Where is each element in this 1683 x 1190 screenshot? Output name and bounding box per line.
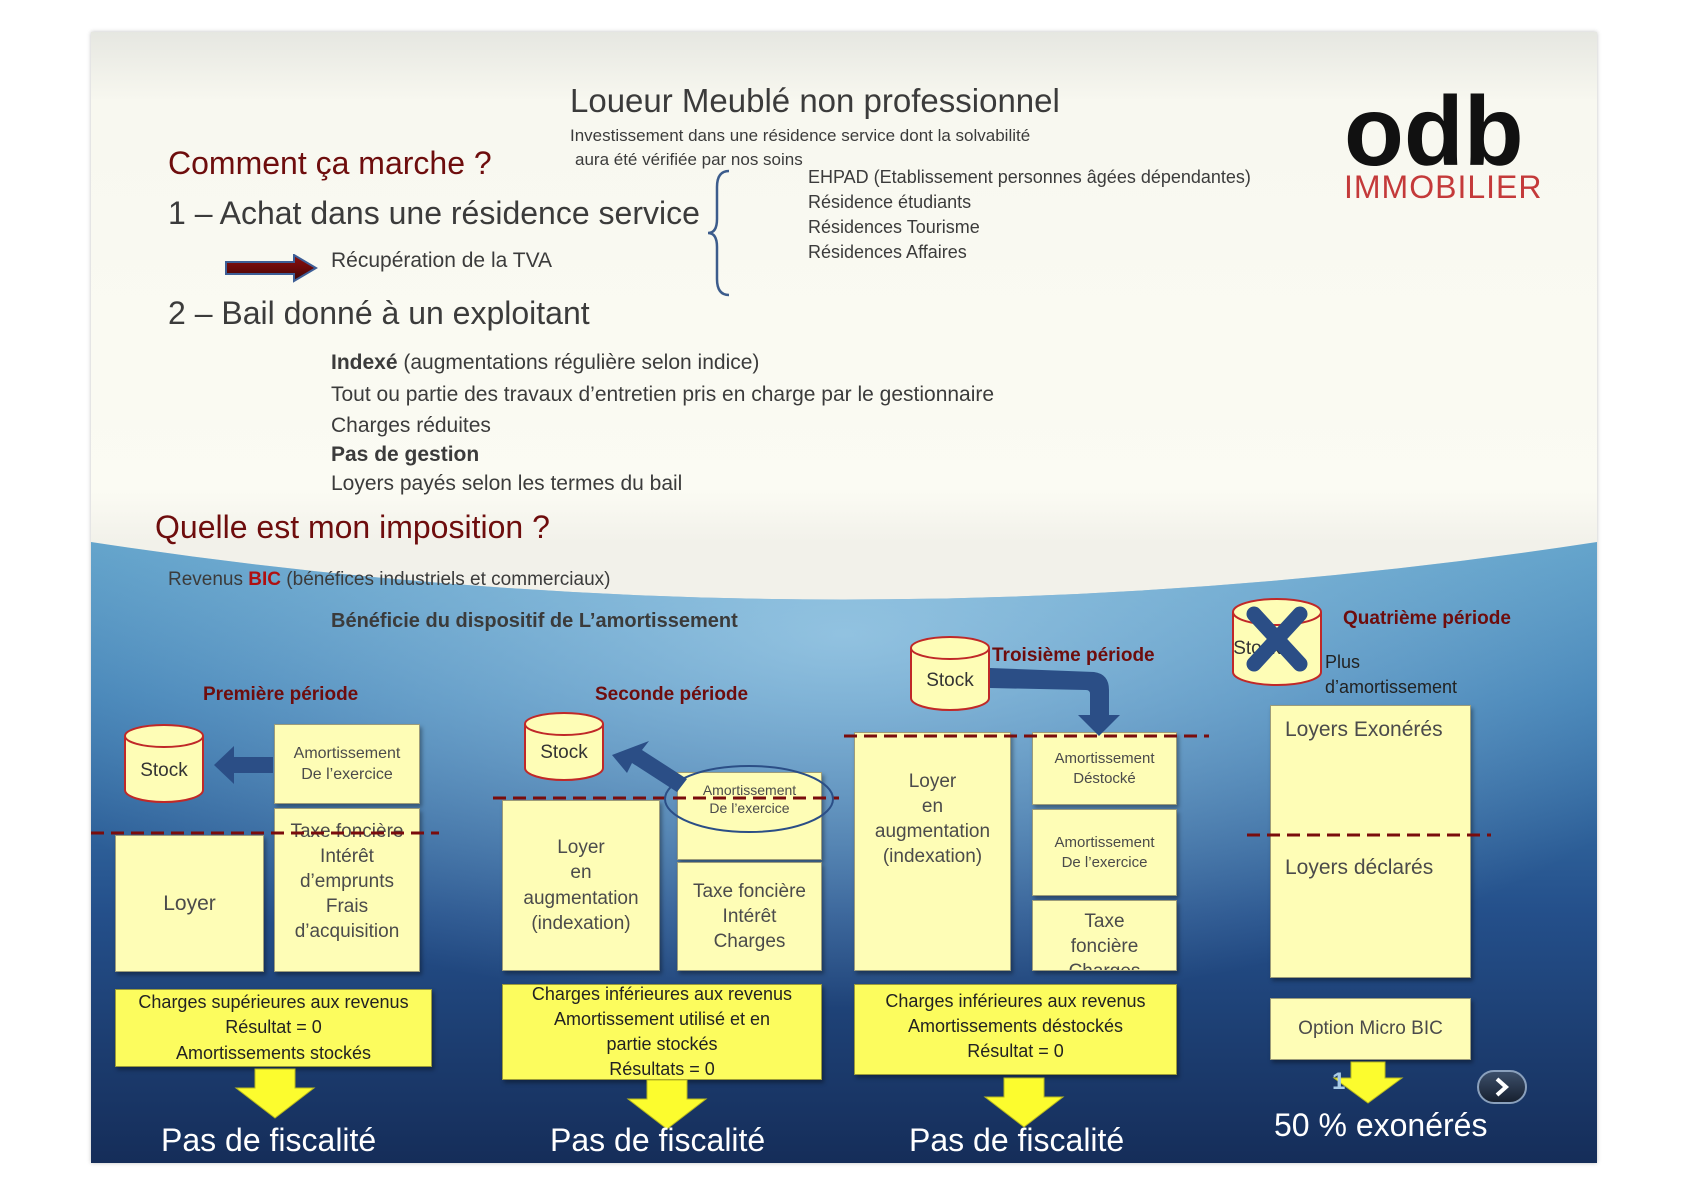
page-subtitle-line1: Investissement dans une résidence servic… — [570, 126, 1031, 145]
tva-recovery: Récupération de la TVA — [331, 249, 553, 272]
next-slide-button[interactable] — [1477, 1070, 1527, 1104]
company-logo: odb IMMOBILIER — [1344, 89, 1544, 219]
step-1: 1 – Achat dans une résidence service — [168, 195, 700, 231]
stock-label-2: Stock — [540, 742, 588, 763]
stock-cylinder-2: Stock — [524, 712, 604, 782]
bail-indexe-bold: Indexé — [331, 351, 398, 374]
p4-down-arrow-icon — [1332, 1061, 1404, 1104]
page-number: 1 — [1332, 1068, 1346, 1095]
logo-word: IMMOBILIER — [1344, 169, 1543, 205]
water-glow — [91, 542, 1597, 1163]
bail-gestion: Pas de gestion — [331, 443, 480, 466]
p1-fiscal: Pas de fiscalité — [161, 1122, 377, 1158]
arrow-right-icon — [225, 254, 318, 283]
arrow-left-icon — [214, 746, 273, 784]
p2-down-arrow-icon — [626, 1079, 708, 1130]
slide: Loueur Meublé non professionnel Investis… — [91, 32, 1597, 1163]
plus-label: Plus — [1325, 652, 1361, 672]
stock-label-3: Stock — [926, 670, 974, 691]
amortissement-label: Bénéficie du dispositif de L’amortisseme… — [331, 610, 738, 632]
p2-loyer-box: Loyer en augmentation (indexation) — [502, 800, 660, 971]
p4-fiscal: 50 % exonérés — [1274, 1107, 1488, 1143]
chevron-right-icon — [1495, 1077, 1510, 1097]
p1-amortissement-box: Amortissement De l’exercice — [274, 724, 420, 804]
residence-4: Résidences Affaires — [808, 242, 967, 262]
revenus-rest: (bénéfices industriels et commerciaux) — [281, 569, 611, 590]
period-1-label: Première période — [203, 684, 359, 705]
stock-label-1: Stock — [140, 760, 188, 781]
p1-charges-text: Intérêt d’emprunts Frais d’acquisition — [294, 846, 400, 943]
p4-declares: Loyers déclarés — [1285, 855, 1434, 879]
step-2: 2 – Bail donné à un exploitant — [168, 295, 590, 331]
page-title: Loueur Meublé non professionnel — [570, 82, 1060, 119]
arrow-curve-down-icon — [990, 668, 1120, 736]
p2-charges-box: Taxe foncière Intérêt Charges — [677, 862, 822, 971]
p4-loyers-box: Loyers Exonérés Loyers déclarés — [1270, 705, 1471, 978]
brace-icon — [707, 169, 730, 297]
p3-down-arrow-icon — [983, 1077, 1065, 1128]
stock-cylinder-1: Stock — [124, 724, 204, 804]
section-heading-tax: Quelle est mon imposition ? — [155, 509, 550, 545]
section-heading-how: Comment ça marche ? — [168, 145, 492, 181]
logo-graphic: odb — [1344, 89, 1524, 169]
p2-fiscal: Pas de fiscalité — [550, 1122, 766, 1158]
p4-exoneres: Loyers Exonérés — [1285, 718, 1443, 741]
p3-fiscal: Pas de fiscalité — [909, 1122, 1125, 1158]
bail-travaux: Tout ou partie des travaux d’entretien p… — [331, 383, 995, 406]
p3-charges-box: Taxe foncière Charges — [1032, 900, 1177, 971]
residence-3: Résidences Tourisme — [808, 217, 980, 237]
p4-micro-bic-box: Option Micro BIC — [1270, 998, 1471, 1060]
p1-down-arrow-icon — [234, 1068, 316, 1119]
svg-text:odb: odb — [1344, 89, 1524, 169]
bail-indexe-rest: (augmentations régulière selon indice) — [397, 351, 760, 374]
residence-1: EHPAD (Etablissement personnes âgées dép… — [808, 167, 1251, 187]
arrow-up-left-icon — [612, 741, 687, 792]
plus-amort-label: d’amortissement — [1325, 677, 1458, 697]
p1-charges-box: Taxe foncière Intérêt d’emprunts Frais d… — [274, 808, 420, 972]
revenus-bic-bold: BIC — [248, 569, 282, 590]
period-2-label: Seconde période — [595, 684, 749, 705]
p2-amortissement-box: Amortissement De l’exercice — [677, 772, 822, 860]
bail-indexe: Indexé (augmentations régulière selon in… — [331, 351, 759, 375]
period-4-label: Quatrième période — [1343, 608, 1511, 629]
stock-cylinder-3: Stock — [910, 636, 990, 712]
diagram-overlay — [91, 668, 1491, 1130]
page-subtitle-line2: aura été vérifiée par nos soins — [575, 150, 803, 169]
p1-result-box: Charges supérieures aux revenus Résultat… — [115, 989, 432, 1067]
p3-amort-exercice-box: Amortissement De l’exercice — [1032, 809, 1177, 896]
p1-loyer-box: Loyer — [115, 835, 264, 972]
p3-loyer-box: Loyer en augmentation (indexation) — [854, 732, 1011, 971]
bail-charges: Charges réduites — [331, 414, 491, 437]
p3-result-box: Charges inférieures aux revenus Amortiss… — [854, 984, 1177, 1075]
revenus-bic: Revenus BIC (bénéfices industriels et co… — [168, 569, 610, 591]
period-3-label: Troisième période — [992, 645, 1155, 666]
bail-loyers: Loyers payés selon les termes du bail — [331, 472, 683, 495]
residence-2: Résidence étudiants — [808, 192, 972, 212]
p2-highlight-ellipse — [664, 765, 834, 833]
p1-taxe-fonciere: Taxe foncière — [290, 821, 404, 842]
p3-amort-destock-box: Amortissement Déstocké — [1032, 732, 1177, 805]
cross-icon — [1246, 606, 1308, 672]
revenus-prefix: Revenus — [168, 569, 249, 590]
stock-cylinder-4: Stock — [1232, 598, 1322, 688]
slide-background — [91, 542, 1597, 1163]
